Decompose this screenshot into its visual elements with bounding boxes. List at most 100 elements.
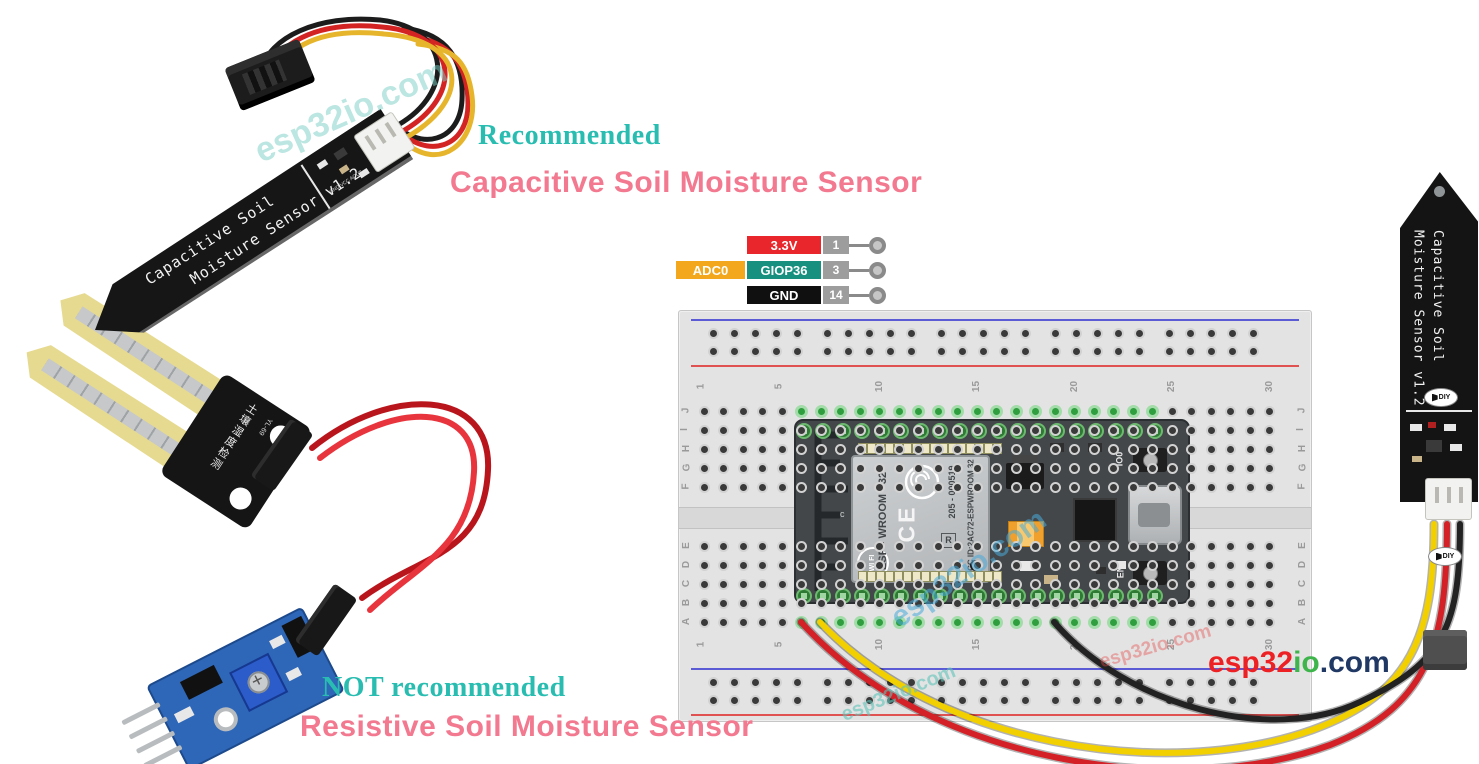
breadboard-hole xyxy=(1207,347,1215,355)
breadboard-hole xyxy=(1168,426,1176,434)
breadboard-hole xyxy=(751,696,759,704)
breadboard-hole xyxy=(720,445,727,453)
breadboard-hole xyxy=(954,464,961,472)
breadboard-hole xyxy=(973,618,981,626)
breadboard-hole xyxy=(1090,561,1098,569)
breadboard-hole xyxy=(876,483,883,491)
pin-leader-line xyxy=(849,268,869,272)
breadboard-hole xyxy=(1149,445,1156,453)
breadboard-hole xyxy=(1188,483,1195,491)
breadboard-hole xyxy=(778,445,786,453)
breadboard-hole xyxy=(778,542,786,550)
breadboard-hole xyxy=(1149,426,1156,434)
breadboard-hole xyxy=(1246,599,1254,607)
serial-number: 205 - 000519 xyxy=(947,465,957,519)
breadboard-hole xyxy=(817,618,825,626)
breadboard-hole xyxy=(700,599,708,607)
power-rail-line-red-bottom xyxy=(691,714,1299,716)
breadboard-hole xyxy=(700,561,708,569)
breadboard-hole xyxy=(934,542,942,550)
breadboard-hole xyxy=(1110,580,1117,588)
breadboard-hole xyxy=(1051,696,1059,704)
ce-mark: CE xyxy=(893,504,920,543)
breadboard-hole xyxy=(937,347,945,355)
breadboard-hole xyxy=(720,464,727,472)
comparator-ic xyxy=(179,664,223,700)
module-castellation xyxy=(921,443,930,454)
breadboard-hole xyxy=(895,561,903,569)
usb-uart-chip xyxy=(1073,498,1117,542)
breadboard-hole xyxy=(739,464,747,472)
breadboard-hole xyxy=(895,483,903,491)
breadboard-hole xyxy=(934,445,942,453)
breadboard-hole xyxy=(993,445,1000,453)
breadboard-hole xyxy=(844,329,852,337)
pin-leader-line xyxy=(849,293,869,297)
breadboard-hole xyxy=(856,618,864,626)
breadboard-hole xyxy=(1110,483,1117,491)
breadboard-hole xyxy=(954,407,961,415)
breadboard-hole xyxy=(1093,678,1101,686)
power-rail-line-red-top xyxy=(691,365,1299,367)
breadboard-hole xyxy=(1093,696,1101,704)
breadboard-hole xyxy=(1266,464,1273,472)
breadboard-hole xyxy=(1207,329,1215,337)
breadboard-hole xyxy=(1246,407,1254,415)
breadboard-hole xyxy=(1012,464,1020,472)
breadboard-hole xyxy=(1072,678,1080,686)
breadboard-hole xyxy=(793,678,801,686)
breadboard-hole xyxy=(739,580,747,588)
signal-label xyxy=(676,236,745,254)
breadboard-hole xyxy=(1207,696,1215,704)
breadboard-hole xyxy=(739,618,747,626)
breadboard-hole xyxy=(934,464,942,472)
espressif-swirl-logo xyxy=(904,464,940,500)
breadboard-hole xyxy=(1168,464,1176,472)
breadboard-hole xyxy=(856,542,864,550)
breadboard-hole xyxy=(1090,426,1098,434)
smd-part xyxy=(1410,424,1422,431)
breadboard-hole xyxy=(1000,329,1008,337)
breadboard-hole xyxy=(1135,347,1143,355)
breadboard-hole xyxy=(1000,347,1008,355)
logo-io: io xyxy=(1293,646,1320,679)
breadboard-hole xyxy=(993,580,1000,588)
breadboard-hole xyxy=(934,618,942,626)
breadboard-hole xyxy=(1110,445,1117,453)
breadboard-hole xyxy=(759,561,766,569)
breadboard-hole xyxy=(730,329,738,337)
micro-usb-port xyxy=(1128,485,1182,545)
breadboard-hole xyxy=(844,347,852,355)
breadboard-hole xyxy=(1266,426,1273,434)
smd-part xyxy=(1450,444,1462,451)
breadboard-hole xyxy=(886,347,894,355)
breadboard-hole xyxy=(1228,347,1236,355)
breadboard-hole xyxy=(1227,542,1234,550)
breadboard-hole xyxy=(1012,618,1020,626)
breadboard-hole xyxy=(1090,464,1098,472)
breadboard-hole xyxy=(1012,483,1020,491)
breadboard-hole xyxy=(1207,483,1215,491)
breadboard-hole xyxy=(1246,464,1254,472)
breadboard-hole xyxy=(1249,696,1257,704)
module-castellation xyxy=(903,443,912,454)
breadboard-hole xyxy=(798,464,805,472)
breadboard-hole xyxy=(700,483,708,491)
breadboard-label: 30 xyxy=(1263,380,1275,393)
breadboard-hole xyxy=(954,426,961,434)
breadboard-hole xyxy=(1246,542,1254,550)
breadboard-hole xyxy=(817,407,825,415)
breadboard-hole xyxy=(1266,445,1273,453)
smd-part xyxy=(1444,424,1456,431)
breadboard-hole xyxy=(1149,618,1156,626)
breadboard-hole xyxy=(915,407,922,415)
breadboard-hole xyxy=(1228,696,1236,704)
breadboard-hole xyxy=(759,542,766,550)
breadboard-hole xyxy=(1032,445,1039,453)
breadboard-label: 10 xyxy=(873,638,885,651)
pin-number: 14 xyxy=(823,286,849,304)
breadboard-hole xyxy=(856,561,864,569)
